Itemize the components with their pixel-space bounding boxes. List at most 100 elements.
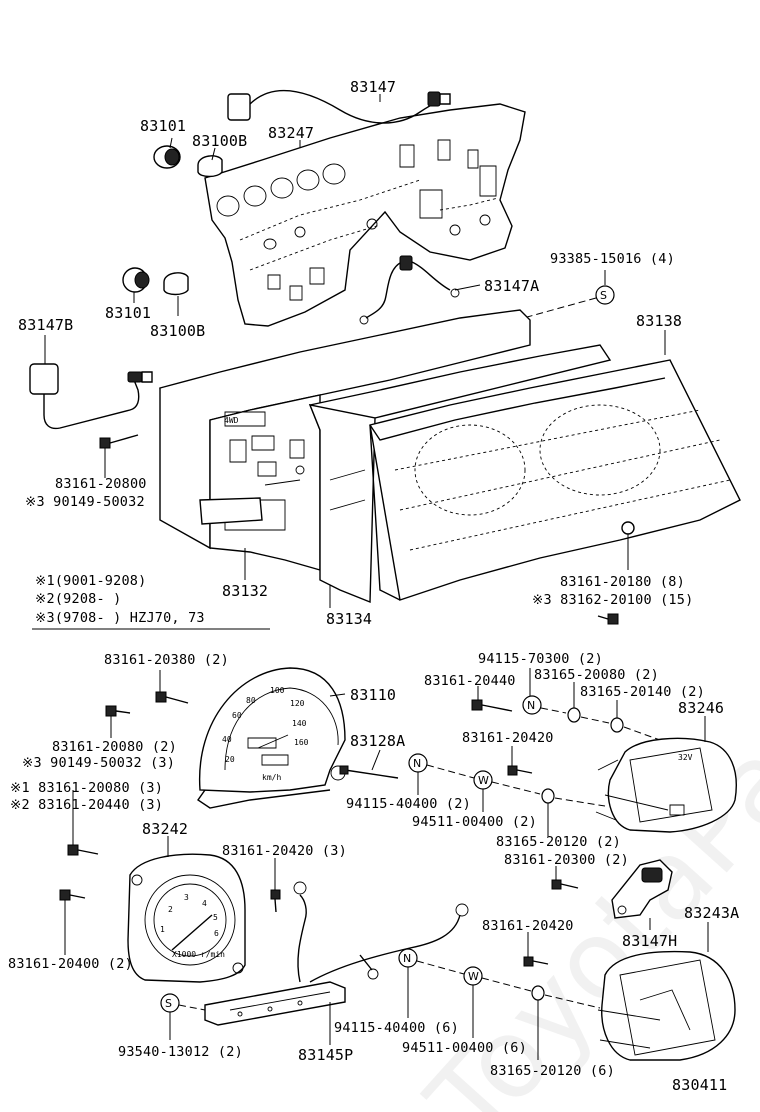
label-83101-bottom: 83101 — [105, 304, 151, 322]
label-83161-20300: 83161-20300 (2) — [504, 852, 629, 868]
bulb-83100b-bottom — [164, 273, 188, 295]
speedo-tick-100: 100 — [270, 686, 285, 695]
tacho-tick-5: 5 — [213, 913, 218, 922]
tacho-tick-1: 1 — [160, 925, 165, 934]
screw-83162-20100 — [598, 614, 618, 624]
w-washer-letter-mid: W — [478, 774, 489, 787]
label-83110: 83110 — [350, 686, 396, 704]
label-83165-20120-bottom: 83165-20120 (6) — [490, 1063, 615, 1079]
label-83100b-bottom: 83100B — [150, 322, 205, 340]
label-83161-20420-a: 83161-20420 — [462, 730, 554, 746]
label-83161-20400: 83161-20400 (2) — [8, 956, 133, 972]
label-94115-40400-bottom: 94115-40400 (6) — [334, 1020, 459, 1036]
speedo-tick-80: 80 — [246, 696, 256, 705]
label-94115-70300: 94115-70300 (2) — [478, 651, 603, 667]
label-83242: 83242 — [142, 820, 188, 838]
tachometer-83242: 1 2 3 4 5 6 X1000 r/min — [128, 854, 245, 982]
label-94511-00400-mid: 94511-00400 (2) — [412, 814, 537, 830]
washer-83165-20120-bottom — [532, 986, 544, 1000]
label-83147: 83147 — [350, 78, 396, 96]
diagram-id: 830411 — [672, 1076, 727, 1094]
label-83246: 83246 — [678, 699, 724, 717]
label-83132: 83132 — [222, 582, 268, 600]
label-83147b: 83147B — [18, 316, 73, 334]
s-washer-letter-bottom: S — [165, 997, 172, 1010]
screw-83161-20440-top — [472, 700, 512, 711]
n-nut-letter-mid: N — [413, 757, 421, 770]
legend-row-2: ※2(9208- ) — [35, 591, 121, 607]
leader-lines — [45, 94, 708, 1060]
n-nut-letter-bottom: N — [403, 952, 411, 965]
bracket-83147h — [612, 860, 672, 918]
speedo-tick-40: 40 — [222, 735, 232, 744]
washer-83165-20120-mid — [542, 789, 554, 803]
n-nut-94115-40400-mid: N — [409, 754, 427, 772]
label-83100b-top: 83100B — [192, 132, 247, 150]
speedo-tick-60: 60 — [232, 711, 242, 720]
bulb-socket-83101-top — [154, 146, 180, 168]
label-90149-50032: ※3 90149-50032 — [25, 494, 145, 510]
tacho-tick-2: 2 — [168, 905, 173, 914]
shaft-83128a — [340, 766, 398, 778]
cable-83147 — [228, 91, 450, 123]
speedo-tick-20: 20 — [225, 755, 235, 764]
s-washer-93540: S — [161, 994, 179, 1012]
screw-83161-20420-b — [271, 890, 280, 912]
gauge-assy-83243a — [598, 952, 735, 1060]
w-washer-letter-bottom: W — [468, 970, 479, 983]
label-83161-20420-b: 83161-20420 (3) — [222, 843, 347, 859]
label-83161-20080: 83161-20080 (2) — [52, 739, 177, 755]
label-83147h: 83147H — [622, 932, 677, 950]
washer-83165-20080 — [568, 708, 580, 722]
s-washer-93385: S — [596, 286, 614, 304]
n-nut-letter-top: N — [527, 699, 535, 712]
label-83138: 83138 — [636, 312, 682, 330]
label-93540-13012: 93540-13012 (2) — [118, 1044, 243, 1060]
label-83165-20080: 83165-20080 (2) — [534, 667, 659, 683]
screw-83161-20080-20440 — [68, 845, 98, 855]
cable-83147a — [360, 256, 459, 324]
speedo-tick-140: 140 — [292, 719, 307, 728]
meter-housing-83132: 4WD — [160, 310, 530, 570]
w-washer-94511-00400-mid: W — [474, 771, 492, 789]
label-83161-20080-s1: ※1 83161-20080 (3) — [10, 780, 163, 796]
tacho-unit: X1000 r/min — [172, 950, 225, 959]
label-93385-15016: 93385-15016 (4) — [550, 251, 675, 267]
printed-circuit-83145p — [205, 882, 468, 1025]
label-83161-20440-s2: ※2 83161-20440 (3) — [10, 797, 163, 813]
label-83161-20380: 83161-20380 (2) — [104, 652, 229, 668]
legend-row-3: ※3(9708- ) HZJ70, 73 — [35, 610, 205, 626]
label-94511-00400-bottom: 94511-00400 (6) — [402, 1040, 527, 1056]
legend-row-1: ※1(9001-9208) — [35, 573, 146, 589]
label-83147a: 83147A — [484, 277, 539, 295]
label-83145p: 83145P — [298, 1046, 353, 1064]
speedo-tick-160: 160 — [294, 738, 309, 747]
label-83128a: 83128A — [350, 732, 405, 750]
label-90149-50032-b: ※3 90149-50032 (3) — [22, 755, 175, 771]
label-83243a: 83243A — [684, 904, 739, 922]
speedometer-83110: 20 40 60 80 100 120 140 160 km/h — [198, 668, 345, 808]
tacho-tick-4: 4 — [202, 899, 207, 908]
bulb-83100b-top — [198, 156, 222, 177]
connector-83147b — [30, 364, 152, 428]
screw-83161-20380 — [156, 692, 188, 703]
tacho-tick-6: 6 — [214, 929, 219, 938]
screw-83161-20080 — [106, 706, 130, 716]
tacho-tick-3: 3 — [184, 893, 189, 902]
screw-83161-20800 — [100, 435, 138, 448]
label-83161-20440-top: 83161-20440 — [424, 673, 516, 689]
printed-circuit-plate-83247 — [205, 104, 525, 326]
speedo-unit: km/h — [262, 773, 281, 782]
n-nut-94115-40400-bottom: N — [399, 949, 417, 967]
label-83165-20140: 83165-20140 (2) — [580, 684, 705, 700]
legend: ※1(9001-9208) ※2(9208- ) ※3(9708- ) HZJ7… — [32, 573, 270, 629]
leader-93540-dashed — [179, 1005, 205, 1010]
leader-bottom-dashed — [417, 961, 600, 1008]
label-83134: 83134 — [326, 610, 372, 628]
part-labels: 83147 83101 83100B 83247 83101 83100B 83… — [8, 78, 739, 1094]
label-83162-20100: ※3 83162-20100 (15) — [532, 592, 693, 608]
meter-glass-83138 — [370, 360, 740, 600]
w-washer-94511-00400-bottom: W — [464, 967, 482, 985]
n-nut-94115-70300: N — [523, 696, 541, 714]
